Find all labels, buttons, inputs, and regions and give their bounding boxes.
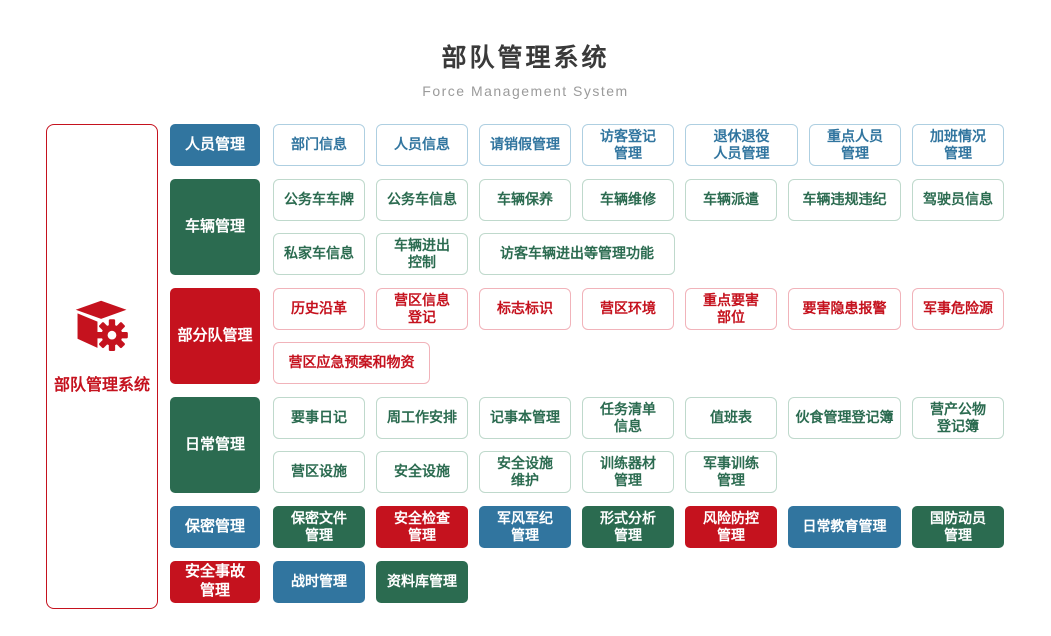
diagram-node: 历史沿革: [273, 288, 365, 330]
diagram-rows: 人员管理部门信息人员信息请销假管理访客登记 管理退休退役 人员管理重点人员 管理…: [170, 124, 1010, 609]
root-node-label: 部队管理系统: [53, 377, 150, 394]
diagram-node: 任务清单 信息: [582, 397, 674, 439]
root-node: 部队管理系统: [46, 124, 158, 609]
diagram-node: 请销假管理: [479, 124, 571, 166]
diagram-row: 日常管理要事日记周工作安排记事本管理任务清单 信息值班表伙食管理登记簿营产公物 …: [170, 397, 1010, 493]
diagram-node: 公务车车牌: [273, 179, 365, 221]
category-node: 安全事故 管理: [170, 561, 260, 603]
diagram-row: 人员管理部门信息人员信息请销假管理访客登记 管理退休退役 人员管理重点人员 管理…: [170, 124, 1010, 166]
diagram-node: 保密文件 管理: [273, 506, 365, 548]
diagram-node: 形式分析 管理: [582, 506, 674, 548]
category-items: 部门信息人员信息请销假管理访客登记 管理退休退役 人员管理重点人员 管理加班情况…: [273, 124, 1010, 166]
diagram-node: 日常教育管理: [788, 506, 901, 548]
diagram-node: 军事危险源: [912, 288, 1004, 330]
diagram-node: 驾驶员信息: [912, 179, 1004, 221]
diagram-node: 访客登记 管理: [582, 124, 674, 166]
diagram: 部队管理系统 人员管理部门信息人员信息请销假管理访客登记 管理退休退役 人员管理…: [46, 124, 1051, 609]
diagram-node: 车辆维修: [582, 179, 674, 221]
diagram-row: 车辆管理公务车车牌公务车信息车辆保养车辆维修车辆派遣车辆违规违纪驾驶员信息私家车…: [170, 179, 1010, 275]
category-node: 日常管理: [170, 397, 260, 493]
category-items: 要事日记周工作安排记事本管理任务清单 信息值班表伙食管理登记簿营产公物 登记簿营…: [273, 397, 1010, 493]
diagram-node: 车辆进出 控制: [376, 233, 468, 275]
diagram-node: 战时管理: [273, 561, 365, 603]
diagram-node: 营区应急预案和物资: [273, 342, 430, 384]
page-title: 部队管理系统: [441, 44, 610, 72]
diagram-node: 车辆违规违纪: [788, 179, 901, 221]
diagram-node: 标志标识: [479, 288, 571, 330]
diagram-row: 安全事故 管理战时管理资料库管理: [170, 561, 1010, 603]
diagram-node: 军事训练 管理: [685, 451, 777, 493]
diagram-node: 训练器材 管理: [582, 451, 674, 493]
diagram-node: 重点人员 管理: [809, 124, 901, 166]
diagram-node: 安全检查 管理: [376, 506, 468, 548]
diagram-node: 车辆保养: [479, 179, 571, 221]
diagram-row: 部分队管理历史沿革营区信息 登记标志标识营区环境重点要害 部位要害隐患报警军事危…: [170, 288, 1010, 384]
diagram-row: 保密管理保密文件 管理安全检查 管理军风军纪 管理形式分析 管理风险防控 管理日…: [170, 506, 1010, 548]
diagram-node: 安全设施: [376, 451, 468, 493]
diagram-node: 伙食管理登记簿: [788, 397, 901, 439]
diagram-node: 军风军纪 管理: [479, 506, 571, 548]
diagram-node: 值班表: [685, 397, 777, 439]
diagram-node: 访客车辆进出等管理功能: [479, 233, 675, 275]
diagram-node: 营区环境: [582, 288, 674, 330]
category-items: 历史沿革营区信息 登记标志标识营区环境重点要害 部位要害隐患报警军事危险源营区应…: [273, 288, 1010, 384]
diagram-node: 人员信息: [376, 124, 468, 166]
category-items: 战时管理资料库管理: [273, 561, 1010, 603]
cube-gear-icon: [73, 298, 131, 361]
category-node: 部分队管理: [170, 288, 260, 384]
diagram-node: 资料库管理: [376, 561, 468, 603]
diagram-node: 退休退役 人员管理: [685, 124, 798, 166]
page-header: 部队管理系统 Force Management System: [0, 0, 1051, 99]
diagram-node: 要害隐患报警: [788, 288, 901, 330]
diagram-node: 车辆派遣: [685, 179, 777, 221]
category-items: 公务车车牌公务车信息车辆保养车辆维修车辆派遣车辆违规违纪驾驶员信息私家车信息车辆…: [273, 179, 1010, 275]
diagram-node: 加班情况 管理: [912, 124, 1004, 166]
diagram-node: 营区设施: [273, 451, 365, 493]
diagram-node: 风险防控 管理: [685, 506, 777, 548]
category-items: 保密文件 管理安全检查 管理军风军纪 管理形式分析 管理风险防控 管理日常教育管…: [273, 506, 1010, 548]
page-subtitle: Force Management System: [422, 83, 629, 99]
diagram-node: 公务车信息: [376, 179, 468, 221]
category-node: 保密管理: [170, 506, 260, 548]
category-node: 人员管理: [170, 124, 260, 166]
diagram-node: 周工作安排: [376, 397, 468, 439]
category-node: 车辆管理: [170, 179, 260, 275]
diagram-node: 安全设施 维护: [479, 451, 571, 493]
diagram-node: 重点要害 部位: [685, 288, 777, 330]
diagram-node: 私家车信息: [273, 233, 365, 275]
diagram-node: 营产公物 登记簿: [912, 397, 1004, 439]
diagram-node: 要事日记: [273, 397, 365, 439]
diagram-node: 国防动员 管理: [912, 506, 1004, 548]
diagram-node: 营区信息 登记: [376, 288, 468, 330]
diagram-node: 记事本管理: [479, 397, 571, 439]
diagram-node: 部门信息: [273, 124, 365, 166]
